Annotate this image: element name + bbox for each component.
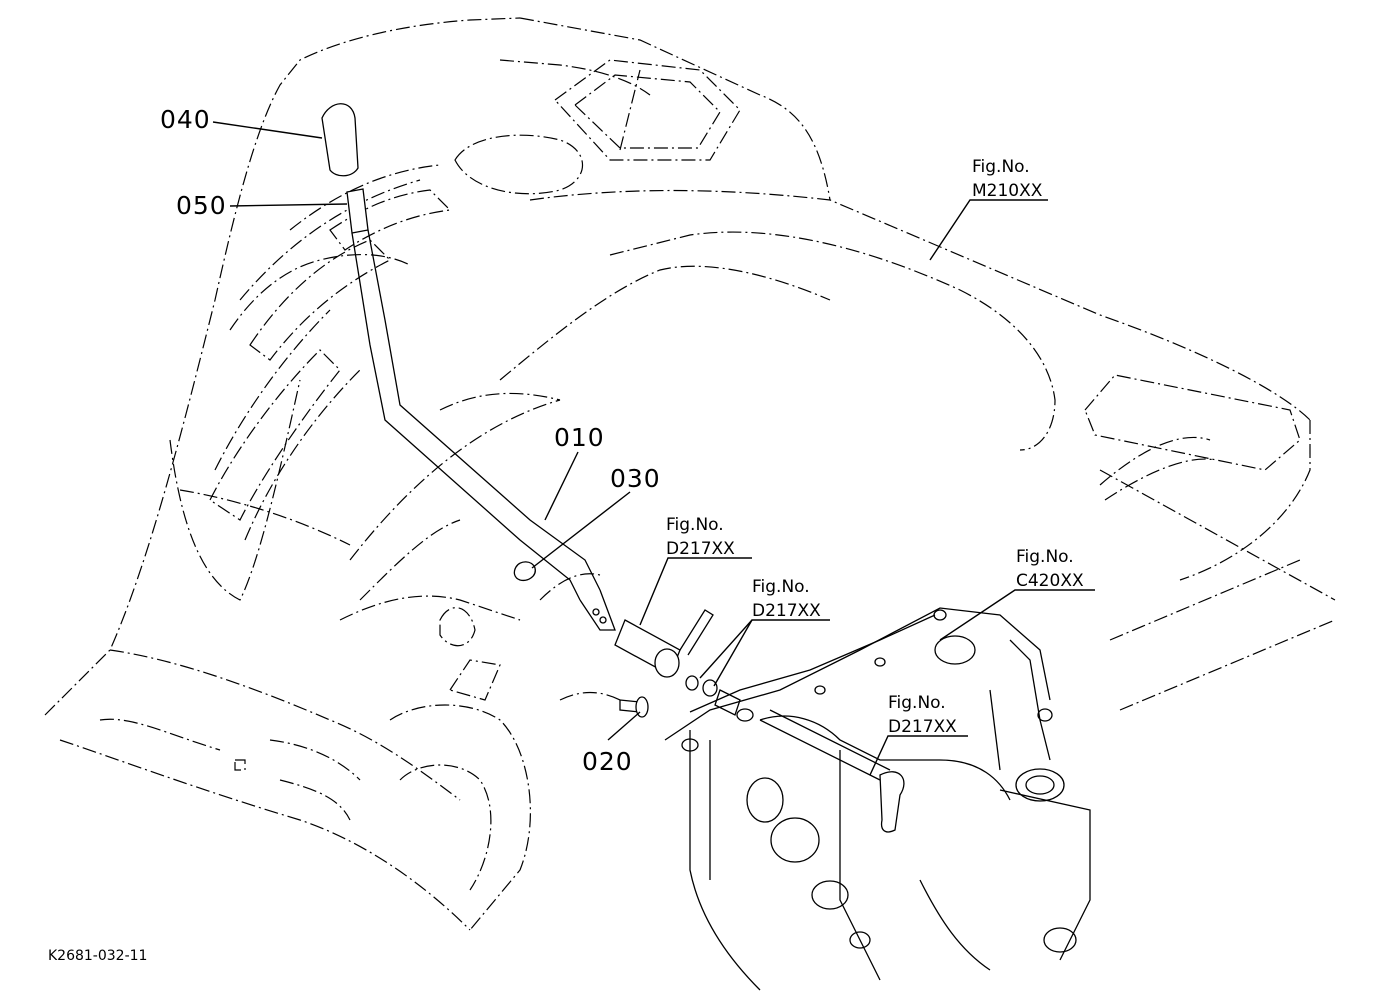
shift-lever	[321, 103, 718, 718]
lever-grip	[346, 188, 369, 234]
part-label-030: 030	[610, 464, 661, 493]
fig-ref-code-d217-b: D217XX	[752, 601, 821, 621]
fig-ref-caption-d217-a: Fig.No.	[666, 515, 724, 535]
part-label-040: 040	[160, 105, 211, 134]
part-label-050: 050	[176, 191, 227, 220]
fig-ref-caption-d217-b: Fig.No.	[752, 577, 810, 597]
lever-nut	[513, 561, 536, 582]
transmission-case	[664, 607, 1091, 991]
fig-ref-code-m210: M210XX	[972, 181, 1043, 201]
fig-ref-code-d217-c: D217XX	[888, 717, 957, 737]
fig-ref-caption-c420: Fig.No.	[1016, 547, 1074, 567]
lever-knob	[321, 103, 359, 177]
fig-ref-code-c420: C420XX	[1016, 571, 1084, 591]
fig-ref-caption-d217-c: Fig.No.	[888, 693, 946, 713]
fig-ref-code-d217-a: D217XX	[666, 539, 735, 559]
drawing-code: K2681-032-11	[48, 948, 147, 964]
part-label-010: 010	[554, 423, 605, 452]
leader-lines	[212, 121, 1095, 776]
part-label-020: 020	[582, 747, 633, 776]
fig-ref-caption-m210: Fig.No.	[972, 157, 1030, 177]
